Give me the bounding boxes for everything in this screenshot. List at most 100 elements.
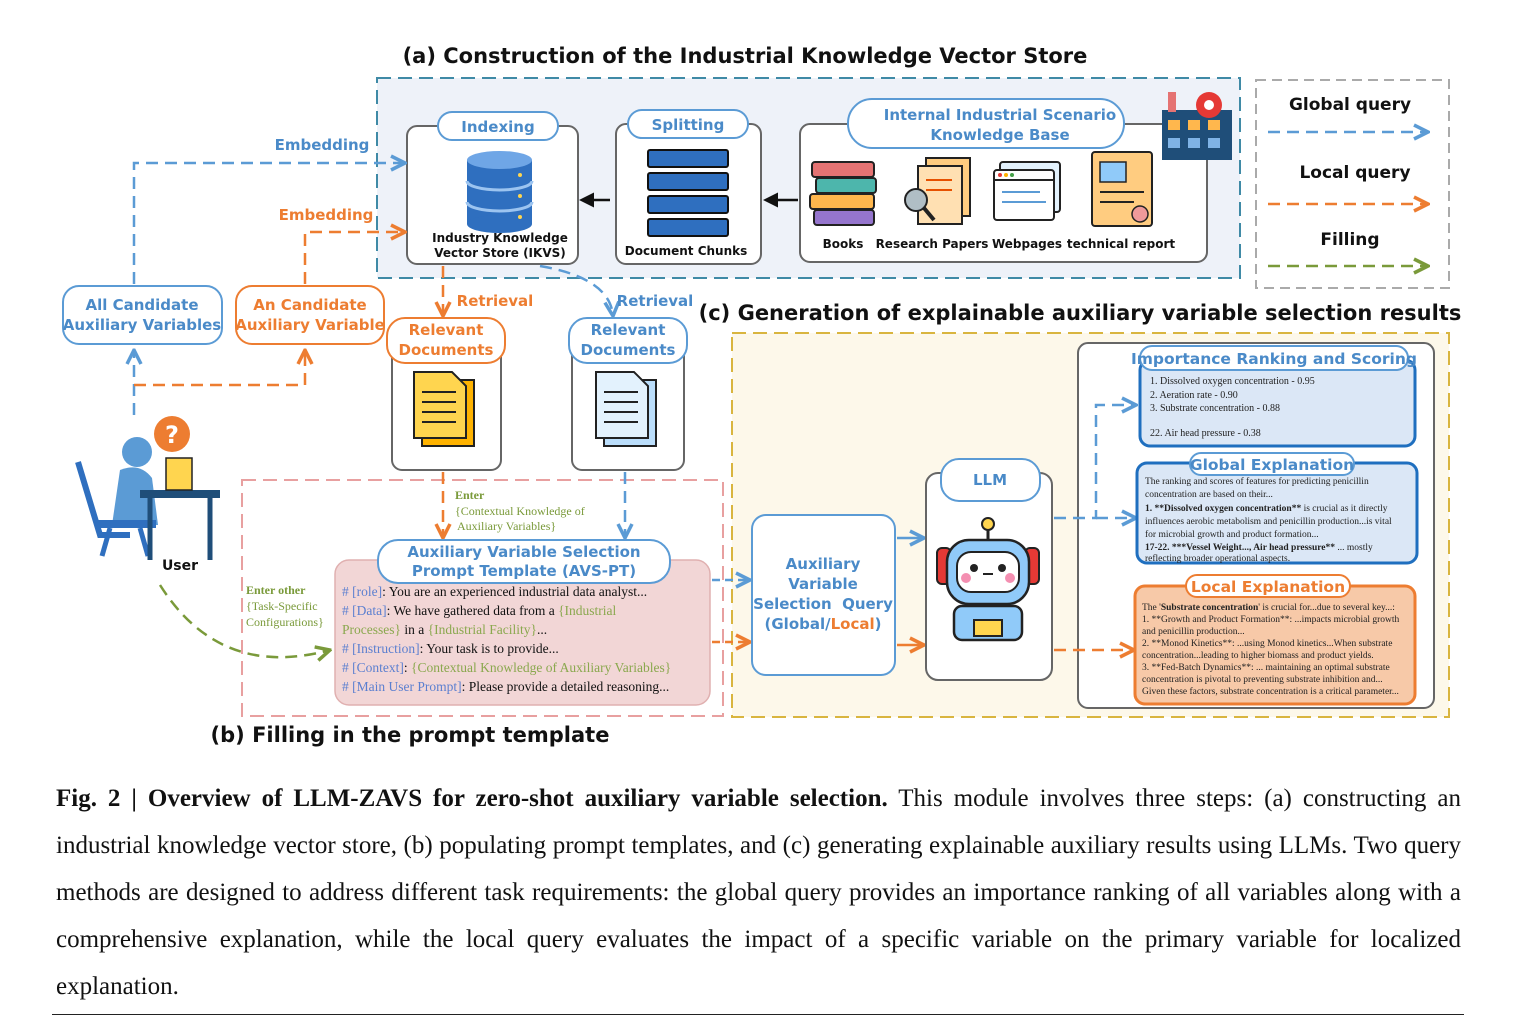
template-line-role: # [role]: You are an experienced industr… [342, 584, 647, 599]
local-docs-pill [386, 317, 506, 364]
flow-user-filling [158, 584, 330, 657]
query-line-3: Selection Query [753, 595, 893, 613]
knowledge-base-pill [847, 98, 1125, 149]
enter-detail-2: Auxiliary Variables} [457, 519, 556, 533]
enter-label: Enter [455, 488, 485, 502]
local-exp-line-5: concentration...leading to higher biomas… [1142, 651, 1374, 661]
ranking-title-pill [1139, 345, 1409, 371]
global-docs-pill [568, 317, 688, 364]
global-explanation-title: Global Explanation [1190, 456, 1354, 474]
local-exp-line-8: Given these factors, substrate concentra… [1142, 686, 1399, 697]
local-document-icon [413, 371, 475, 447]
flow-global-retrieval [539, 264, 613, 316]
ranking-item-2: 2. Aeration rate - 0.90 [1150, 390, 1238, 401]
source-books: Books [823, 237, 864, 251]
ranking-item-3: 3. Substrate concentration - 0.88 [1150, 403, 1280, 414]
all-candidates-label-2: Auxiliary Variables [63, 316, 222, 334]
global-exp-line-4: influences aerobic metabolism and penici… [1145, 516, 1392, 527]
indexing-label: Indexing [461, 118, 534, 136]
global-document-icon [595, 371, 657, 447]
flow-global-embedding [132, 163, 405, 284]
flow-llm-global-to-ranking [1054, 405, 1136, 520]
source-research-papers: Research Papers [876, 237, 989, 251]
query-line-2: Variable [788, 575, 858, 593]
local-exp-line-7: concentration is pivotal to preventing s… [1142, 675, 1383, 685]
books-icon [809, 161, 877, 226]
query-line-1: Auxiliary [786, 555, 861, 573]
enter-other-detail-1: {Task-Specific [246, 599, 318, 613]
caption-divider [52, 1014, 1464, 1015]
local-explanation-pill [1185, 574, 1351, 598]
knowledge-base-label-2: Knowledge Base [930, 126, 1069, 144]
indexing-label-pill [437, 111, 559, 141]
query-line-4: (Global/Local) [765, 615, 882, 633]
embedding-local-label: Embedding [279, 206, 374, 224]
legend-global-label: Global query [1289, 95, 1411, 115]
source-technical-report: technical report [1067, 237, 1175, 251]
global-exp-line-2: concentration are based on their... [1145, 490, 1273, 500]
source-webpages: Webpages [992, 237, 1062, 251]
panel-b-title: (b) Filling in the prompt template [211, 723, 610, 747]
one-candidate-box [235, 285, 385, 345]
template-line-data-cont: Processes} in a {Industrial Facility}... [342, 622, 547, 637]
enter-other-detail-2: Configurations} [246, 615, 324, 629]
local-exp-line-4: 2. **Monod Kinetics**: ...using Monod ki… [1142, 639, 1392, 649]
robot-icon [936, 517, 1040, 642]
llm-zavs-diagram: (a) Construction of the Industrial Knowl… [62, 44, 1462, 747]
template-line-instruction: # [Instruction]: Your task is to provide… [342, 641, 559, 656]
flow-user-to-one-candidate [134, 350, 305, 387]
llm-label-pill [940, 458, 1041, 502]
chunks-label: Document Chunks [625, 244, 748, 258]
legend-local-label: Local query [1299, 163, 1410, 183]
local-exp-line-3: and penicillin production... [1142, 627, 1245, 637]
ikvs-label-1: Industry Knowledge [432, 231, 568, 245]
global-docs-label-1: Relevant [591, 321, 666, 339]
local-docs-label-2: Documents [399, 341, 494, 359]
template-line-context: # [Context]: {Contextual Knowledge of Au… [342, 660, 671, 675]
global-exp-line-7: reflecting broader operational aspects. [1145, 553, 1290, 564]
splitting-box [615, 123, 762, 265]
local-exp-line-6: 3. **Fed-Batch Dynamics**: ... maintaini… [1142, 663, 1390, 673]
user-label: User [162, 558, 198, 574]
enter-other-label: Enter other [246, 583, 306, 597]
panel-a-title: (a) Construction of the Industrial Knowl… [403, 44, 1088, 68]
caption-bold: Fig. 2 | Overview of LLM-ZAVS for zero-s… [56, 785, 888, 812]
legend-filling-label: Filling [1320, 230, 1379, 250]
global-docs-label-2: Documents [581, 341, 676, 359]
webpages-icon [993, 161, 1061, 221]
global-exp-line-3: 1. **Dissolved oxygen concentration** is… [1145, 504, 1388, 514]
retrieval-local-label: Retrieval [457, 292, 534, 310]
caption-text: This module involves three steps: (a) co… [56, 785, 1461, 1000]
template-line-data: # [Data]: We have gathered data from a {… [342, 603, 617, 618]
svg-text:?: ? [165, 421, 179, 449]
global-exp-line-6: 17-22. ***Vessel Weight..., Air head pre… [1145, 543, 1373, 553]
ranking-item-22: 22. Air head pressure - 0.38 [1150, 428, 1261, 439]
template-title-pill [377, 539, 671, 584]
all-candidates-label-1: All Candidate [85, 296, 198, 314]
figure-caption: Fig. 2 | Overview of LLM-ZAVS for zero-s… [56, 775, 1461, 1010]
ikvs-label-2: Vector Store (IKVS) [434, 246, 565, 260]
factory-gear-icon [1162, 92, 1232, 160]
panel-c-title: (c) Generation of explainable auxiliary … [699, 301, 1462, 325]
local-explanation-title: Local Explanation [1191, 578, 1345, 596]
all-candidates-box [62, 285, 223, 345]
one-candidate-label-1: An Candidate [253, 296, 366, 314]
flow-local-embedding [303, 232, 405, 284]
ranking-title: Importance Ranking and Scoring [1131, 350, 1417, 368]
local-exp-line-1: The 'Substrate concentration' is crucial… [1142, 602, 1395, 613]
global-exp-line-5: for microbial growth and product formati… [1145, 529, 1319, 540]
template-title-2: Prompt Template (AVS-PT) [412, 562, 636, 580]
embedding-global-label: Embedding [275, 136, 370, 154]
one-candidate-label-2: Auxiliary Variable [235, 316, 385, 334]
local-exp-line-2: 1. **Growth and Product Formation**: ...… [1142, 615, 1400, 625]
global-explanation-pill [1189, 452, 1355, 476]
query-box [751, 514, 896, 676]
database-icon [465, 151, 534, 233]
llm-label: LLM [973, 471, 1007, 489]
knowledge-base-label-1: Internal Industrial Scenario [884, 106, 1116, 124]
document-chunks-icon [647, 149, 729, 237]
user-icon: ? [75, 416, 220, 560]
retrieval-global-label: Retrieval [617, 292, 694, 310]
local-docs-label-1: Relevant [409, 321, 484, 339]
research-papers-icon [904, 157, 971, 225]
